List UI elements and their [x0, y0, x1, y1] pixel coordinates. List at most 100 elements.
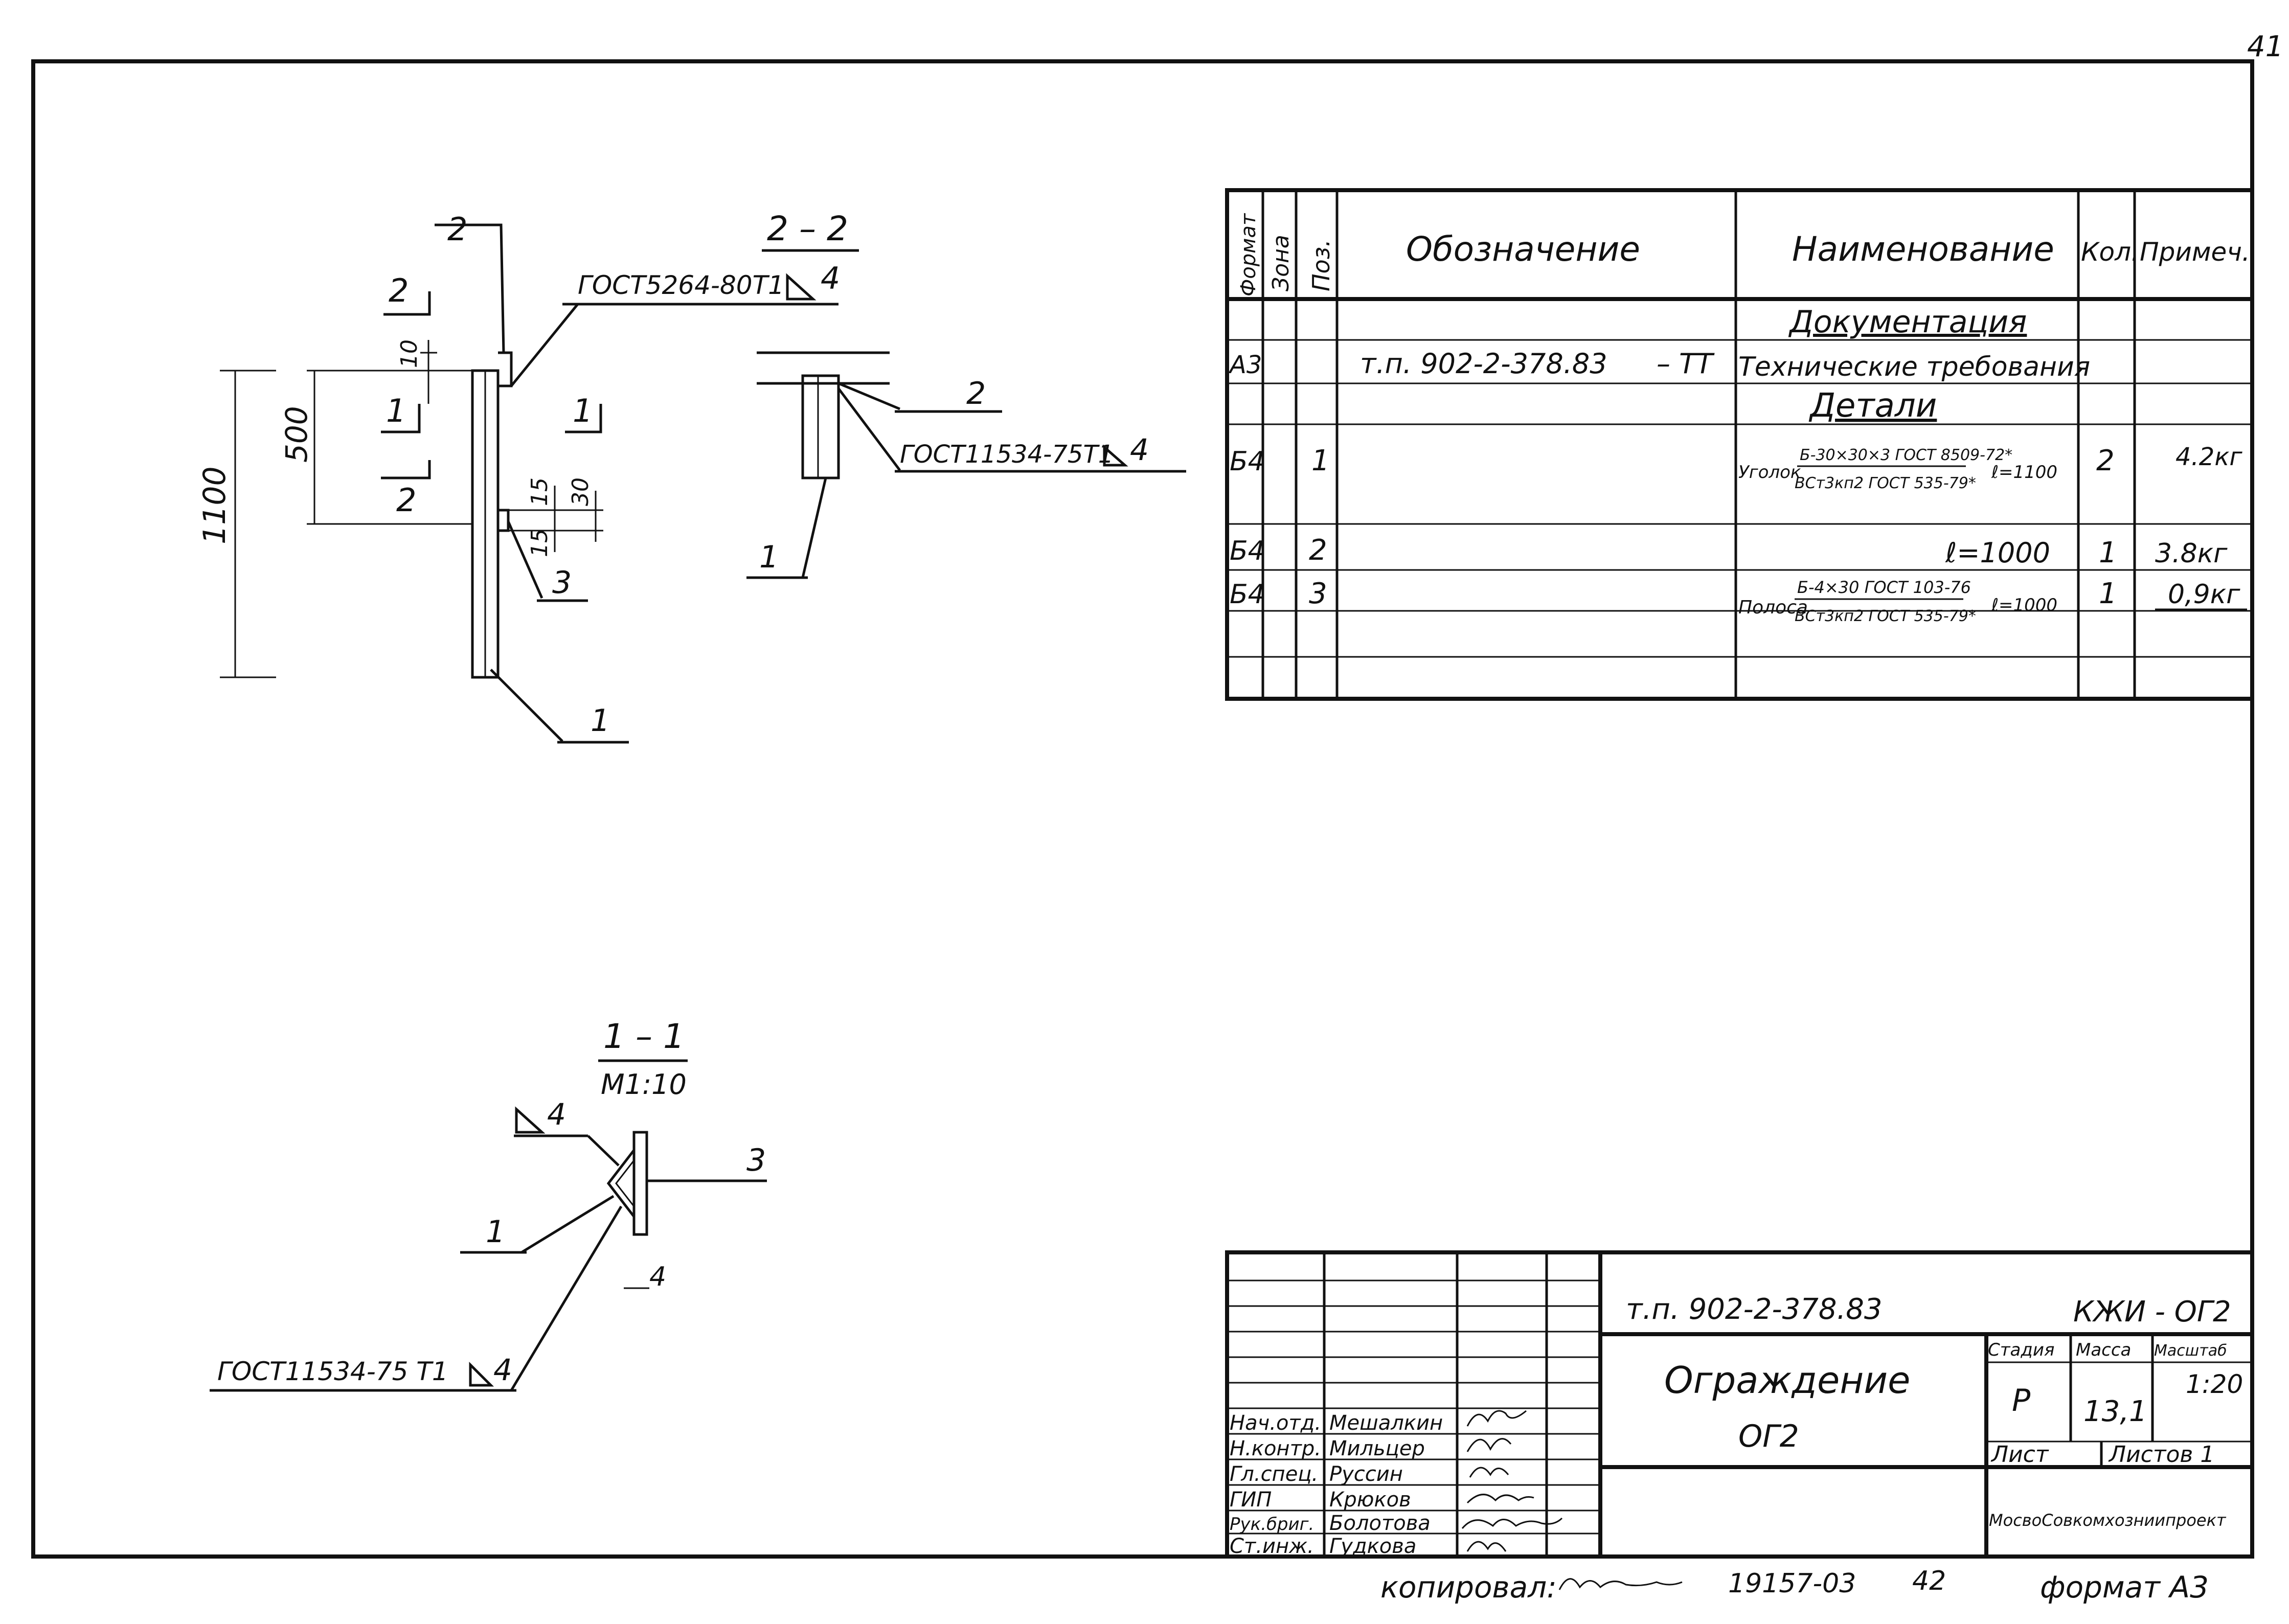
- s22-weld-note: ГОСТ11534-75Т1: [900, 440, 1114, 469]
- header-designation: Обозначение: [1406, 230, 1640, 269]
- staff-name-6: Гудкова: [1329, 1535, 1416, 1558]
- row1-name-prefix: Уголок: [1738, 462, 1801, 483]
- dim-10: 10: [396, 339, 422, 368]
- row1-format: Б4: [1230, 446, 1265, 477]
- row1-name-top: Б-30×30×3 ГОСТ 8509-72*: [1800, 446, 2012, 464]
- dim-500: 500: [279, 406, 314, 463]
- tb-stage-label: Стадия: [1988, 1340, 2054, 1360]
- s22-angle: [801, 374, 840, 479]
- section-1-1-title: 1 – 1: [603, 1017, 685, 1056]
- doc-designation: т.п. 902-2-378.83: [1360, 348, 1607, 380]
- section-2-2: 2 – 2 2 ГОСТ11534-75Т1 4 1: [746, 209, 1186, 579]
- main-pos3-label: 3: [552, 565, 572, 601]
- title-block: т.п. 902-2-378.83 КЖИ - ОГ2 Ограждение О…: [1225, 1250, 2254, 1559]
- header-zone: Зона: [1268, 235, 1294, 291]
- header-note: Примеч.: [2140, 237, 2250, 267]
- staff-role-2: Н.контр.: [1230, 1437, 1321, 1460]
- tb-scale-label: Масштаб: [2154, 1342, 2227, 1360]
- section-1-1-scale: М1:10: [601, 1068, 687, 1101]
- rail-pos2: [498, 351, 513, 387]
- section-2-2-title: 2 – 2: [767, 209, 848, 248]
- s11-pos3: 3: [746, 1142, 766, 1178]
- row2-length: ℓ=1000: [1945, 537, 2050, 569]
- row1-note: 4.2кг: [2175, 443, 2242, 471]
- s11-weld-note: ГОСТ11534-75 Т1: [217, 1357, 448, 1386]
- footer: копировал: 19157-03 42 формат А3: [1380, 1566, 2209, 1605]
- footer-copied-label: копировал:: [1380, 1570, 1557, 1605]
- main-weld-size: 4: [821, 261, 840, 296]
- header-format: Формат: [1237, 213, 1260, 296]
- section-documents: Документация: [1788, 304, 2027, 340]
- main-pos1-label: 1: [591, 703, 610, 739]
- row2-note: 3.8кг: [2155, 538, 2228, 569]
- header-name: Наименование: [1792, 230, 2054, 269]
- page-number: 41: [2247, 30, 2283, 63]
- header-pos: Поз.: [1307, 239, 1335, 291]
- main-pos2-label: 2: [447, 211, 467, 248]
- cut-2-lower: 2: [396, 482, 416, 519]
- section-1-1: 1 – 1 М1:10 4 3 1 4 ГОСТ11534-75 Т1 4: [210, 1017, 767, 1392]
- sheet-frame: [31, 59, 2254, 1559]
- tb-mass-label: Масса: [2076, 1340, 2131, 1360]
- tb-sheet-code: КЖИ - ОГ2: [2073, 1295, 2231, 1329]
- row1-name-bottom: ВСт3кп2 ГОСТ 535-79*: [1795, 474, 1976, 492]
- staff-role-5: Рук.бриг.: [1230, 1514, 1314, 1535]
- row2-qty: 1: [2099, 536, 2117, 569]
- s11-weld-size-note: 4: [493, 1353, 512, 1387]
- s11-weld-bottom: 4: [649, 1262, 666, 1292]
- dim-15-bottom: 15: [527, 529, 553, 557]
- row2-format: Б4: [1230, 536, 1265, 566]
- cut-1-right: 1: [573, 392, 593, 429]
- tb-doc-number: т.п. 902-2-378.83: [1626, 1293, 1883, 1326]
- row3-format: Б4: [1230, 579, 1265, 610]
- cut-1-left: 1: [386, 392, 406, 429]
- copied-signature: [1558, 1578, 1683, 1590]
- s22-weld-size: 4: [1130, 432, 1149, 467]
- main-view: 2 ГОСТ5264-80Т1 4 3 1 1100 500 10: [197, 211, 840, 744]
- signatures: [1461, 1410, 1563, 1552]
- tb-sheets-label: Листов 1: [2108, 1442, 2214, 1468]
- dim-15-top: 15: [527, 477, 553, 506]
- row3-name-prefix: Полоса: [1738, 597, 1808, 618]
- row3-qty: 1: [2099, 577, 2117, 610]
- staff-name-5: Болотова: [1329, 1512, 1431, 1535]
- footer-format: формат А3: [2040, 1570, 2209, 1605]
- tb-title-line1: Ограждение: [1664, 1359, 1910, 1402]
- section-parts: Детали: [1808, 387, 1937, 425]
- s11-strip: [632, 1131, 648, 1236]
- footer-sheet-index: 42: [1912, 1566, 1946, 1596]
- staff-role-1: Нач.отд.: [1230, 1411, 1321, 1435]
- row1-length: ℓ=1100: [1991, 462, 2057, 483]
- staff-name-4: Крюков: [1329, 1488, 1411, 1512]
- doc-code: – ТТ: [1657, 348, 1715, 380]
- doc-name: Технические требования: [1738, 352, 2090, 382]
- staff-role-6: Ст.инж.: [1230, 1535, 1314, 1558]
- spec-table: Формат Зона Поз. Обозначение Наименовани…: [1225, 188, 2254, 701]
- strip-pos3: [496, 509, 510, 532]
- s22-pos2: 2: [966, 376, 986, 411]
- staff-role-3: Гл.спец.: [1230, 1462, 1318, 1486]
- cut-2-top: 2: [389, 272, 409, 309]
- footer-archive-number: 19157-03: [1728, 1568, 1856, 1599]
- dim-1100: 1100: [197, 466, 233, 544]
- row3-name-top: Б-4×30 ГОСТ 103-76: [1797, 578, 1971, 597]
- row2-pos: 2: [1309, 534, 1327, 567]
- tb-title-line2: ОГ2: [1738, 1419, 1799, 1454]
- main-weld-note: ГОСТ5264-80Т1: [578, 270, 784, 300]
- row3-note: 0,9кг: [2168, 579, 2240, 610]
- staff-role-4: ГИП: [1230, 1488, 1272, 1512]
- header-qty: Кол.: [2081, 237, 2139, 267]
- staff-name-3: Руссин: [1329, 1462, 1403, 1486]
- doc-format: А3: [1228, 351, 1262, 379]
- row3-length: ℓ=1000: [1991, 595, 2057, 615]
- s22-pos1: 1: [759, 539, 779, 575]
- tb-sheet-label: Лист: [1990, 1442, 2049, 1468]
- tb-mass: 13,1: [2083, 1395, 2147, 1428]
- row1-pos: 1: [1311, 444, 1330, 477]
- staff-name-1: Мешалкин: [1329, 1411, 1443, 1435]
- tb-stage: Р: [2012, 1383, 2031, 1419]
- row1-qty: 2: [2096, 444, 2115, 477]
- row3-name-bottom: ВСт3кп2 ГОСТ 535-79*: [1795, 607, 1976, 625]
- row3-pos: 3: [1309, 577, 1327, 610]
